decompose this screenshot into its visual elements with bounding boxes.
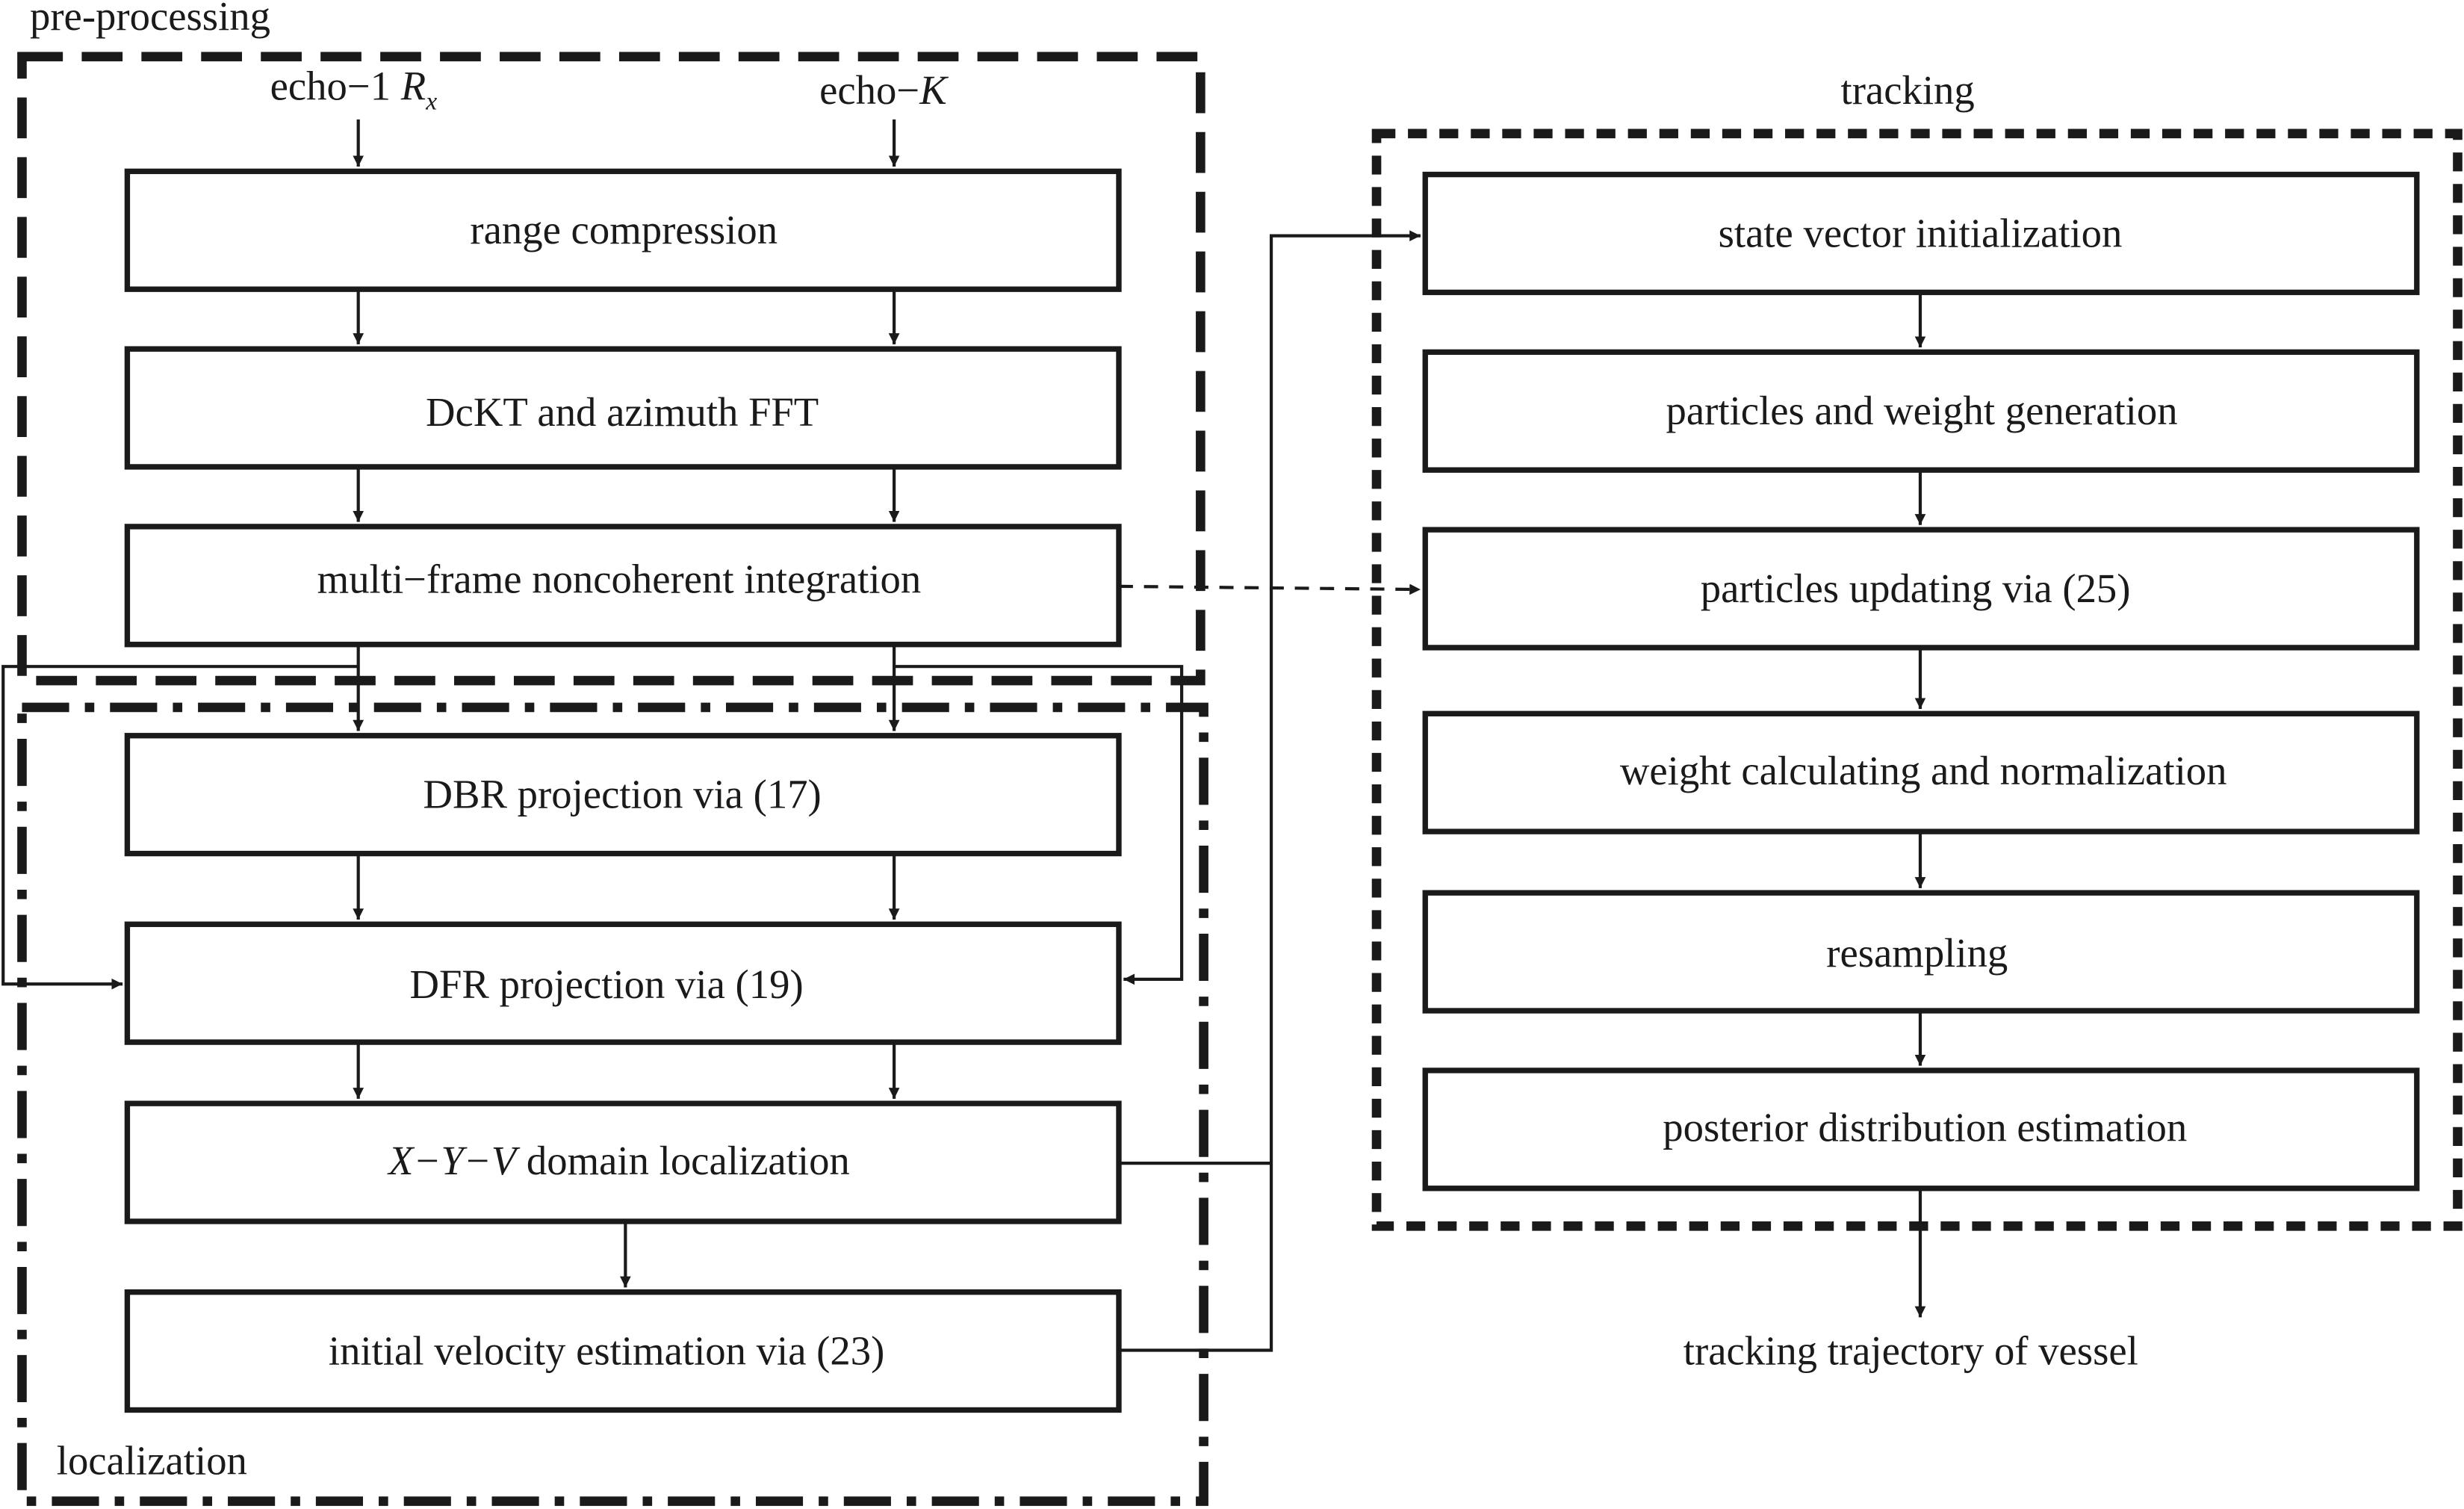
echo1-input-label: echo−1 Rx xyxy=(270,66,438,116)
output-label: tracking trajectory of vessel xyxy=(1683,1328,2138,1375)
posterior-estimation-label: posterior distribution estimation xyxy=(1663,1105,2188,1151)
xyv-localization-label: X−Y−V domain localization xyxy=(388,1141,850,1183)
resampling-label: resampling xyxy=(1826,930,2008,976)
range-compression-label: range compression xyxy=(470,207,778,253)
echoK-prefix: echo− xyxy=(819,67,920,114)
xyv-symbol: X−Y−V xyxy=(388,1138,517,1184)
velocity-estimation-label: initial velocity estimation via (23) xyxy=(328,1328,885,1375)
particles-generation-box xyxy=(1422,349,2420,473)
particles-updating-label: particles updating via (25) xyxy=(1700,566,2131,612)
tracking-group-label: tracking xyxy=(1840,67,1975,114)
dbr-projection-label: DBR projection via (17) xyxy=(423,772,822,818)
state-init-label: state vector initialization xyxy=(1718,210,2123,256)
dfr-projection-box xyxy=(124,921,1122,1045)
xyv-text: domain localization xyxy=(516,1138,850,1184)
localization-group-label: localization xyxy=(56,1438,247,1484)
particles-generation-label: particles and weight generation xyxy=(1666,388,2178,434)
integration-label: multi−frame noncoherent integration xyxy=(317,556,922,602)
preprocessing-group-label: pre-processing xyxy=(29,0,271,40)
dfr-projection-label: DFR projection via (19) xyxy=(409,961,804,1008)
posterior-estimation-box xyxy=(1422,1068,2420,1192)
integration-box xyxy=(124,524,1122,648)
echo1-text: echo−1 xyxy=(270,63,391,110)
xyv-localization-box xyxy=(124,1100,1122,1224)
weight-calculating-box xyxy=(1422,710,2420,834)
rx-subscript: x xyxy=(426,89,438,116)
dckt-fft-label: DcKT and azimuth FFT xyxy=(426,389,819,436)
tracking-group-frame xyxy=(1371,128,2463,1231)
velocity-estimation-box xyxy=(124,1289,1122,1413)
preprocessing-group-frame xyxy=(17,52,1205,686)
velocity-to-init-arrow xyxy=(1118,230,1421,1352)
bypass-arrow-right xyxy=(894,665,1184,985)
rx-symbol: R xyxy=(400,63,426,110)
resampling-box xyxy=(1422,890,2420,1014)
weight-calculating-label: weight calculating and normalization xyxy=(1619,748,2227,794)
echoK-input-label: echo−K xyxy=(819,70,947,112)
dckt-fft-box xyxy=(124,346,1122,470)
state-init-box xyxy=(1422,171,2420,296)
dbr-projection-box xyxy=(124,733,1122,857)
range-compression-box xyxy=(124,168,1122,292)
integration-to-update-dashed-arrow xyxy=(1118,583,1421,595)
localization-group-frame xyxy=(17,702,1208,1506)
particles-updating-box xyxy=(1422,527,2420,651)
echoK-symbol: K xyxy=(919,67,947,114)
bypass-arrow-left xyxy=(1,665,359,990)
